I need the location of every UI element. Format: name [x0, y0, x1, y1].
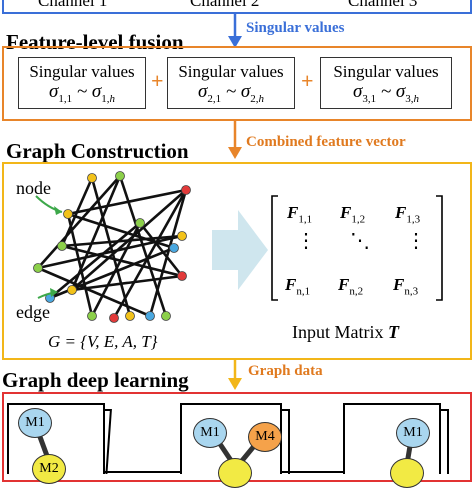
feature-fusion-heading: Feature-level fusion	[6, 30, 184, 54]
sigma-range-3: σ3,1 ~ σ3,h	[352, 81, 420, 105]
singular-values-box-3: Singular values σ3,1 ~ σ3,h	[320, 57, 452, 109]
matrix-f11: F1,1	[287, 203, 313, 226]
gnn-node-center	[218, 458, 252, 488]
singular-values-arrow-label: Singular values	[246, 20, 345, 36]
graph-construction-frame	[2, 162, 472, 360]
light-blue-arrow	[212, 210, 268, 290]
input-matrix-caption: Input Matrix T	[292, 322, 399, 342]
singular-values-box-1: Singular values σ1,1 ~ σ1,h	[18, 57, 146, 109]
sigma-range-2: σ2,1 ~ σ2,h	[197, 81, 265, 105]
singular-values-title-1: Singular values	[29, 62, 135, 81]
channel-strip	[2, 0, 472, 14]
singular-values-title-3: Singular values	[333, 62, 439, 81]
sigma-range-1: σ1,1 ~ σ1,h	[48, 81, 116, 105]
singular-values-box-2: Singular values σ2,1 ~ σ2,h	[167, 57, 295, 109]
matrix-vdots-2: ⋮	[406, 230, 426, 252]
graph-data-arrow-label: Graph data	[248, 363, 323, 379]
channel-1-label: Channel 1	[38, 0, 108, 10]
gnn-node-m4: M4	[248, 422, 282, 452]
matrix-fn3: Fn,3	[393, 275, 419, 298]
matrix-fn2: Fn,2	[338, 275, 364, 298]
gnn-node-m1-b: M1	[193, 418, 227, 448]
matrix-ddots: ⋱	[350, 230, 370, 252]
matrix-fn1: Fn,1	[285, 275, 311, 298]
plus-sign-2: +	[301, 68, 314, 93]
channel-2-label: Channel 2	[190, 0, 260, 10]
matrix-f12: F1,2	[340, 203, 366, 226]
gnn-node-m1-c: M1	[396, 418, 430, 448]
node-label: node	[16, 178, 51, 198]
gnn-node-m2: M2	[32, 454, 66, 484]
channel-3-label: Channel 3	[348, 0, 418, 10]
graph-construction-heading: Graph Construction	[6, 139, 189, 163]
matrix-f13: F1,3	[395, 203, 421, 226]
edge-label: edge	[16, 302, 50, 322]
graph-illustration	[33, 171, 191, 323]
combined-feature-arrow-label: Combined feature vector	[246, 134, 406, 150]
matrix-brackets	[271, 195, 443, 301]
singular-values-title-2: Singular values	[178, 62, 284, 81]
arrow-graph-data	[228, 360, 242, 390]
gnn-node-m1-a: M1	[18, 408, 52, 438]
arrow-combined-feature	[228, 121, 242, 159]
graph-equation: G = {V, E, A, T}	[48, 332, 158, 351]
feature-fusion-frame	[2, 46, 472, 121]
gnn-node-bottom-right	[390, 458, 424, 488]
graph-deep-learning-heading: Graph deep learning	[2, 368, 189, 392]
arrow-singular-values	[228, 12, 242, 48]
plus-sign-1: +	[151, 68, 164, 93]
matrix-vdots-1: ⋮	[296, 230, 316, 252]
